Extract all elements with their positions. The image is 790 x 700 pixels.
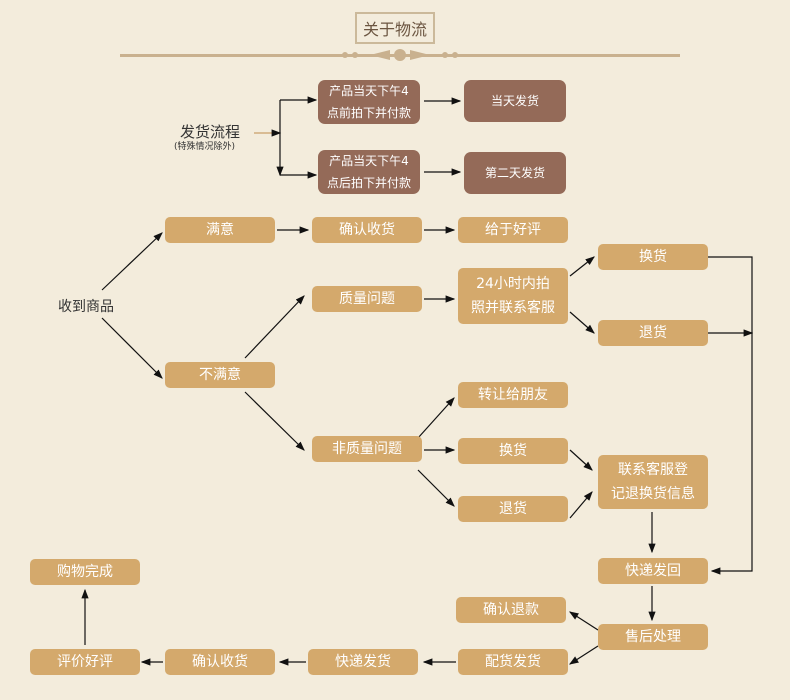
purchase-complete: 购物完成 <box>30 559 140 585</box>
photo-contact-service: 24小时内拍 照并联系客服 <box>458 268 568 324</box>
ship-out: 配货发货 <box>458 649 568 675</box>
shipping-label: 发货流程 <box>180 123 241 141</box>
after-sale: 售后处理 <box>598 624 708 650</box>
give-review-2: 评价好评 <box>30 649 140 675</box>
unsatisfied: 不满意 <box>165 362 275 388</box>
same-day-shipping: 当天发货 <box>464 80 566 122</box>
express-send-back: 快递发回 <box>598 558 708 584</box>
confirm-receipt-1: 确认收货 <box>312 217 422 243</box>
return-2: 退货 <box>458 496 568 522</box>
contact-register: 联系客服登 记退换货信息 <box>598 455 708 509</box>
order-before-4pm: 产品当天下午4 点前拍下并付款 <box>318 80 420 124</box>
confirm-receipt-2: 确认收货 <box>165 649 275 675</box>
non-quality-issue: 非质量问题 <box>312 436 422 462</box>
divider <box>120 49 680 61</box>
shipping-sub: (特殊情况除外) <box>174 142 236 152</box>
return-1: 退货 <box>598 320 708 346</box>
give-review-1: 给于好评 <box>458 217 568 243</box>
order-after-4pm: 产品当天下午4 点后拍下并付款 <box>318 150 420 194</box>
satisfied: 满意 <box>165 217 275 243</box>
express-ship: 快递发货 <box>308 649 418 675</box>
exchange-2: 换货 <box>458 438 568 464</box>
quality-issue: 质量问题 <box>312 286 422 312</box>
exchange-1: 换货 <box>598 244 708 270</box>
next-day-shipping: 第二天发货 <box>464 152 566 194</box>
transfer-to-friend: 转让给朋友 <box>458 382 568 408</box>
confirm-refund: 确认退款 <box>456 597 566 623</box>
received-goods: 收到商品 <box>58 299 114 315</box>
section-title: 关于物流 <box>355 12 436 44</box>
